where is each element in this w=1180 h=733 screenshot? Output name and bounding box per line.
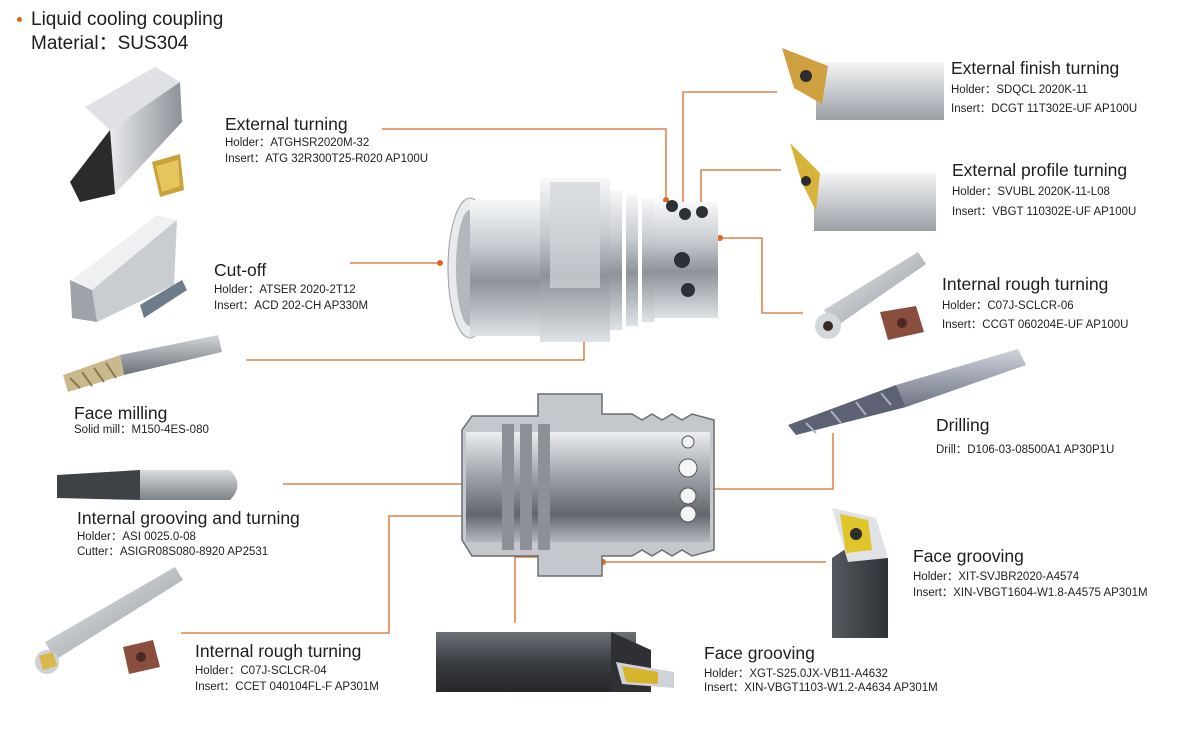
- cut-off-tool-image: [70, 215, 187, 322]
- external-finish-tool-image: [782, 48, 944, 120]
- external-finish-insert: Insert：DCGT 11T302E-UF AP100U: [951, 103, 1138, 115]
- internal-rough-left-holder: Holder：C07J-SCLCR-04: [195, 665, 327, 677]
- external-profile-tool-image: [790, 143, 936, 231]
- leader-face-grooving-bottom: [514, 556, 548, 623]
- internal-rough-right-insert: Insert：CCGT 060204E-UF AP100U: [942, 319, 1129, 331]
- external-turning-insert: Insert：ATG 32R300T25-R020 AP100U: [225, 153, 429, 165]
- material-label: Material：SUS304: [31, 33, 189, 54]
- internal-rough-right-tool-image: [815, 252, 926, 340]
- drill-tool-image: [788, 349, 1026, 435]
- bullet-dot: [17, 17, 22, 22]
- face-grooving-bottom-insert: Insert：XIN-VBGT1103-W1.2-A4634 AP301M: [704, 682, 938, 694]
- external-profile-insert: Insert：VBGT 110302E-UF AP100U: [952, 206, 1137, 218]
- leader-external-finish: [682, 91, 777, 205]
- leader-internal-rough-right: [720, 237, 803, 314]
- external-turning-holder: Holder：ATGHSR2020M-32: [225, 137, 370, 149]
- leader-internal-rough-left: [181, 515, 488, 634]
- external-turning-title: External turning: [225, 114, 348, 134]
- face-grooving-bottom-tool-image: [436, 632, 674, 692]
- internal-rough-left-title: Internal rough turning: [195, 641, 362, 661]
- leader-external-profile: [700, 169, 781, 213]
- face-grooving-right-holder: Holder：XIT-SVJBR2020-A4574: [913, 571, 1080, 583]
- drilling-drill: Drill：D106-03-08500A1 AP30P1U: [936, 444, 1115, 456]
- coupling-exterior-image: [447, 178, 718, 342]
- internal-rough-left-insert: Insert：CCET 040104FL-F AP301M: [195, 681, 379, 693]
- leader-external-turning: [382, 128, 667, 200]
- face-milling-tool-image: [63, 335, 222, 392]
- face-grooving-right-title: Face grooving: [913, 546, 1024, 566]
- cut-off-holder: Holder：ATSER 2020-2T12: [214, 284, 356, 296]
- external-finish-title: External finish turning: [951, 58, 1120, 78]
- face-milling-tool: Solid mill：M150-4ES-080: [74, 424, 209, 436]
- face-grooving-bottom-title: Face grooving: [704, 643, 815, 663]
- coupling-section-image: [461, 393, 715, 577]
- leader-drilling: [690, 433, 834, 490]
- external-turning-tool-image: [70, 67, 184, 202]
- cut-off-title: Cut-off: [214, 260, 267, 280]
- face-grooving-right-insert: Insert：XIN-VBGT1604-W1.8-A4575 AP301M: [913, 587, 1148, 599]
- external-finish-holder: Holder：SDQCL 2020K-11: [951, 84, 1088, 96]
- external-profile-holder: Holder：SVUBL 2020K-11-L08: [952, 186, 1110, 198]
- drilling-title: Drilling: [936, 415, 990, 435]
- face-milling-title: Face milling: [74, 403, 168, 423]
- internal-rough-left-tool-image: [35, 567, 183, 674]
- internal-grooving-holder: Holder：ASI 0025.0-08: [77, 531, 196, 543]
- cut-off-insert: Insert：ACD 202-CH AP330M: [214, 300, 369, 312]
- internal-grooving-title: Internal grooving and turning: [77, 508, 300, 528]
- page-title: Liquid cooling coupling: [31, 9, 224, 30]
- external-profile-title: External profile turning: [952, 160, 1128, 180]
- internal-rough-right-title: Internal rough turning: [942, 274, 1109, 294]
- face-grooving-bottom-holder: Holder：XGT-S25.0JX-VB11-A4632: [704, 668, 888, 680]
- internal-grooving-tool-image: [57, 470, 238, 500]
- internal-grooving-cutter: Cutter：ASIGR08S080-8920 AP2531: [77, 546, 269, 558]
- face-grooving-right-tool-image: [832, 508, 888, 638]
- internal-rough-right-holder: Holder：C07J-SCLCR-06: [942, 300, 1074, 312]
